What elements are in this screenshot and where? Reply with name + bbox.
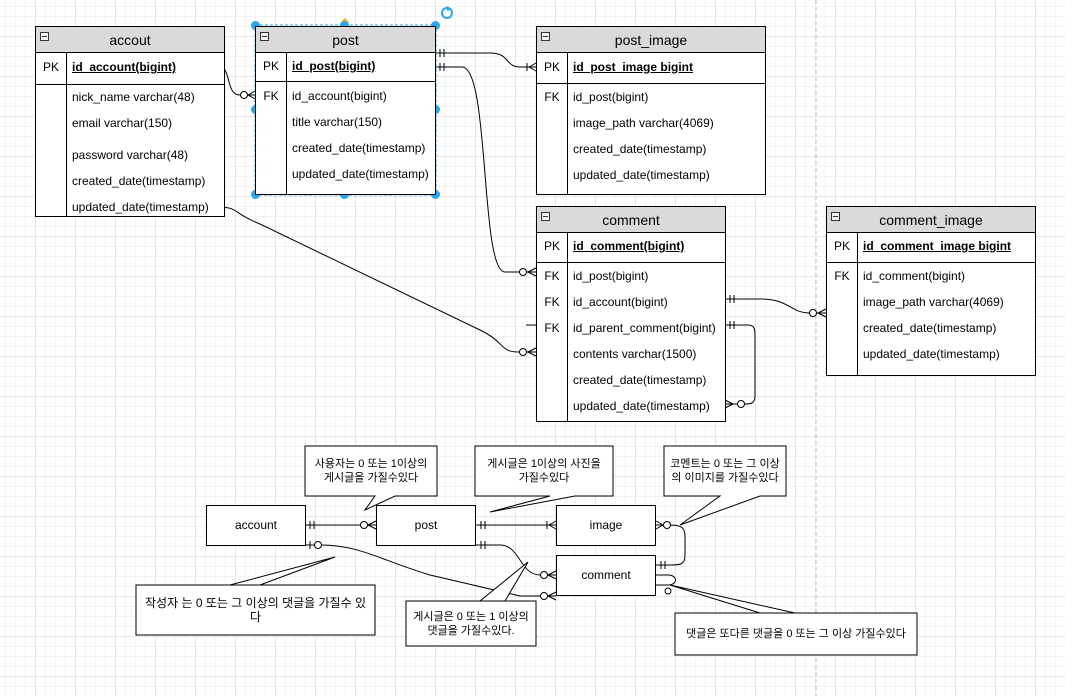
table-accout[interactable]: accout PK id_account(bigint) nick_name v… xyxy=(35,26,225,217)
concept-comment-image-line xyxy=(656,524,686,566)
column-name: password varchar(48) xyxy=(72,148,189,162)
key-label: FK xyxy=(544,269,560,283)
column-name: updated_date(timestamp) xyxy=(72,200,209,214)
table-title: comment xyxy=(602,212,660,228)
rel-account-post-zero-mark xyxy=(240,91,248,99)
column-name: id_post_image bigint xyxy=(573,60,694,74)
column-name: email varchar(150) xyxy=(72,116,173,130)
key-label: FK xyxy=(544,295,560,309)
column-name: created_date(timestamp) xyxy=(72,174,206,188)
note-bubble-post-comment xyxy=(405,561,537,647)
note-account-comment[interactable]: 작성자 는 0 또는 그 이상의 댓글을 가질수 있다 xyxy=(144,596,367,624)
key-label: FK xyxy=(263,89,279,103)
note-comment-image[interactable]: 코멘트는 0 또는 그 이상의 이미지를 가질수있다 xyxy=(670,458,780,484)
key-label: PK xyxy=(543,60,560,74)
table-comment[interactable]: comment PK id_comment(bigint) FK id_post… xyxy=(536,206,726,422)
table-header[interactable]: comment_image xyxy=(827,207,1035,233)
column-name: id_post(bigint) xyxy=(292,59,376,73)
key-label: FK xyxy=(544,90,560,104)
column-name: id_post(bigint) xyxy=(573,269,649,283)
collapse-icon[interactable] xyxy=(40,32,49,41)
column-name: created_date(timestamp) xyxy=(292,141,426,155)
column-name: title varchar(150) xyxy=(292,115,383,129)
table-title: accout xyxy=(109,32,151,48)
key-label: PK xyxy=(42,60,59,74)
collapse-icon[interactable] xyxy=(831,212,840,221)
column-name: id_comment(bigint) xyxy=(863,269,966,283)
table-title: post_image xyxy=(614,32,688,48)
rel-comment-self-line xyxy=(526,324,756,405)
entity-account[interactable]: account xyxy=(206,505,306,546)
table-title: post xyxy=(332,32,359,48)
column-name: id_account(bigint) xyxy=(292,89,387,103)
column-name: image_path varchar(4069) xyxy=(573,116,714,130)
column-name: created_date(timestamp) xyxy=(573,142,707,156)
column-name: id_comment_image bigint xyxy=(863,239,1012,253)
column-name: created_date(timestamp) xyxy=(573,373,707,387)
table-header[interactable]: post_image xyxy=(537,27,765,53)
note-bubble-comment-image xyxy=(663,445,787,526)
entity-post[interactable]: post xyxy=(376,505,476,546)
column-name: contents varchar(1500) xyxy=(573,347,697,361)
column-name: image_path varchar(4069) xyxy=(863,295,1004,309)
resize-handle[interactable] xyxy=(251,21,260,30)
column-name: updated_date(timestamp) xyxy=(573,399,710,413)
column-name: updated_date(timestamp) xyxy=(292,167,429,181)
entity-comment[interactable]: comment xyxy=(556,555,656,596)
column-name: id_parent_comment(bigint) xyxy=(573,321,716,335)
column-name: id_post(bigint) xyxy=(573,90,649,104)
rel-account-comment-line xyxy=(215,206,536,353)
key-label: FK xyxy=(544,321,560,335)
key-label: PK xyxy=(262,59,279,73)
table-title: comment_image xyxy=(879,212,983,228)
column-name: id_account(bigint) xyxy=(72,60,176,74)
note-bubble-account-post xyxy=(304,445,438,512)
table-post-image[interactable]: post_image PK id_post_image bigint FK id… xyxy=(536,26,766,195)
column-name: nick_name varchar(48) xyxy=(72,90,195,104)
collapse-icon[interactable] xyxy=(260,32,269,41)
column-name: id_comment(bigint) xyxy=(573,239,685,253)
table-header[interactable]: accout xyxy=(36,27,224,53)
column-name: id_account(bigint) xyxy=(573,295,668,309)
rotate-icon xyxy=(441,6,453,19)
note-bubble-post-image xyxy=(474,445,614,513)
table-header[interactable]: post xyxy=(256,27,435,53)
key-label: PK xyxy=(833,239,850,253)
rel-post-postimage-line xyxy=(436,52,536,68)
resize-handle[interactable] xyxy=(340,21,349,30)
concept-account-comment-line xyxy=(306,544,556,597)
table-comment-image[interactable]: comment_image PK id_comment_image bigint… xyxy=(826,206,1036,376)
rel-post-comment-line xyxy=(436,66,536,273)
note-account-post[interactable]: 사용자는 0 또는 1이상의 게시글을 가질수있다 xyxy=(314,458,428,484)
column-name: updated_date(timestamp) xyxy=(573,168,710,182)
table-header[interactable]: comment xyxy=(537,207,725,233)
key-label: PK xyxy=(543,239,560,253)
note-bubble-account-comment xyxy=(135,556,376,636)
column-name: updated_date(timestamp) xyxy=(863,347,1000,361)
note-bubble-comment-comment xyxy=(669,584,918,656)
column-name: created_date(timestamp) xyxy=(863,321,997,335)
resize-handle[interactable] xyxy=(431,21,440,30)
note-post-comment[interactable]: 게시글은 0 또는 1 이상의 댓글을 가질수있다. xyxy=(413,610,529,637)
concept-post-comment-line xyxy=(476,544,556,576)
concept-comment-self-line xyxy=(656,574,676,586)
note-comment-comment[interactable]: 댓글은 또다른 댓글을 0 또는 그 이상 가질수있다 xyxy=(686,628,906,640)
table-post[interactable]: post PK id_post(bigint) FK id_account(bi… xyxy=(255,26,436,195)
collapse-icon[interactable] xyxy=(541,32,550,41)
note-post-image[interactable]: 게시글은 1이상의 사진을 가질수있다 xyxy=(487,458,601,484)
collapse-icon[interactable] xyxy=(541,212,550,221)
key-label: FK xyxy=(834,269,850,283)
entity-image[interactable]: image xyxy=(556,505,656,546)
